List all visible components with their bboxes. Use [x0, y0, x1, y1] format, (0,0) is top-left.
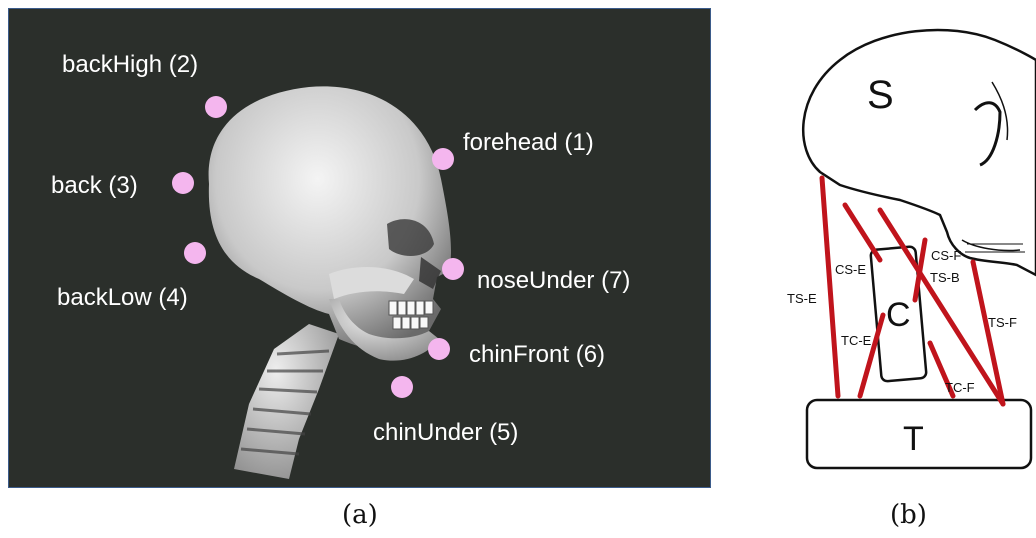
marker-chinUnder-dot — [391, 376, 413, 398]
marker-backHigh-dot — [205, 96, 227, 118]
muscle-label-TC-E: TC-E — [841, 333, 872, 348]
skull-cranium — [209, 86, 451, 360]
panel-b-schematic: S C T CS-F CS-E TS-E TS-B TS-F TC-E TC-F — [755, 0, 1036, 480]
marker-backLow-dot — [184, 242, 206, 264]
muscle-label-TS-E: TS-E — [787, 291, 817, 306]
marker-noseUnder-dot — [442, 258, 464, 280]
cervical-spine — [234, 324, 339, 479]
caption-b: (b) — [890, 500, 927, 530]
muscle-label-CS-F: CS-F — [931, 248, 961, 263]
caption-a: (a) — [342, 500, 378, 530]
marker-back-dot — [172, 172, 194, 194]
marker-chinFront-dot — [428, 338, 450, 360]
label-noseUnder: noseUnder (7) — [477, 267, 630, 295]
label-chinFront: chinFront (6) — [469, 341, 605, 369]
skull-outline — [803, 30, 1036, 275]
panel-a-skull-render: forehead (1) backHigh (2) back (3) backL… — [8, 8, 711, 488]
muscle-CS-E — [845, 205, 880, 260]
label-back: back (3) — [51, 172, 138, 200]
label-forehead: forehead (1) — [463, 129, 594, 157]
skull-label: S — [867, 73, 894, 117]
muscle-label-CS-E: CS-E — [835, 262, 866, 277]
muscle-label-TC-F: TC-F — [945, 380, 975, 395]
schematic-svg: S C T CS-F CS-E TS-E TS-B TS-F TC-E TC-F — [755, 0, 1036, 480]
skull-render — [9, 9, 711, 488]
muscle-label-TS-F: TS-F — [988, 315, 1017, 330]
thorax-label: T — [903, 420, 924, 458]
cervical-label: C — [886, 296, 911, 334]
label-backLow: backLow (4) — [57, 284, 188, 312]
marker-forehead-dot — [432, 148, 454, 170]
muscle-TS-E — [822, 178, 838, 396]
label-backHigh: backHigh (2) — [62, 51, 198, 79]
label-chinUnder: chinUnder (5) — [373, 419, 518, 447]
muscle-label-TS-B: TS-B — [930, 270, 960, 285]
